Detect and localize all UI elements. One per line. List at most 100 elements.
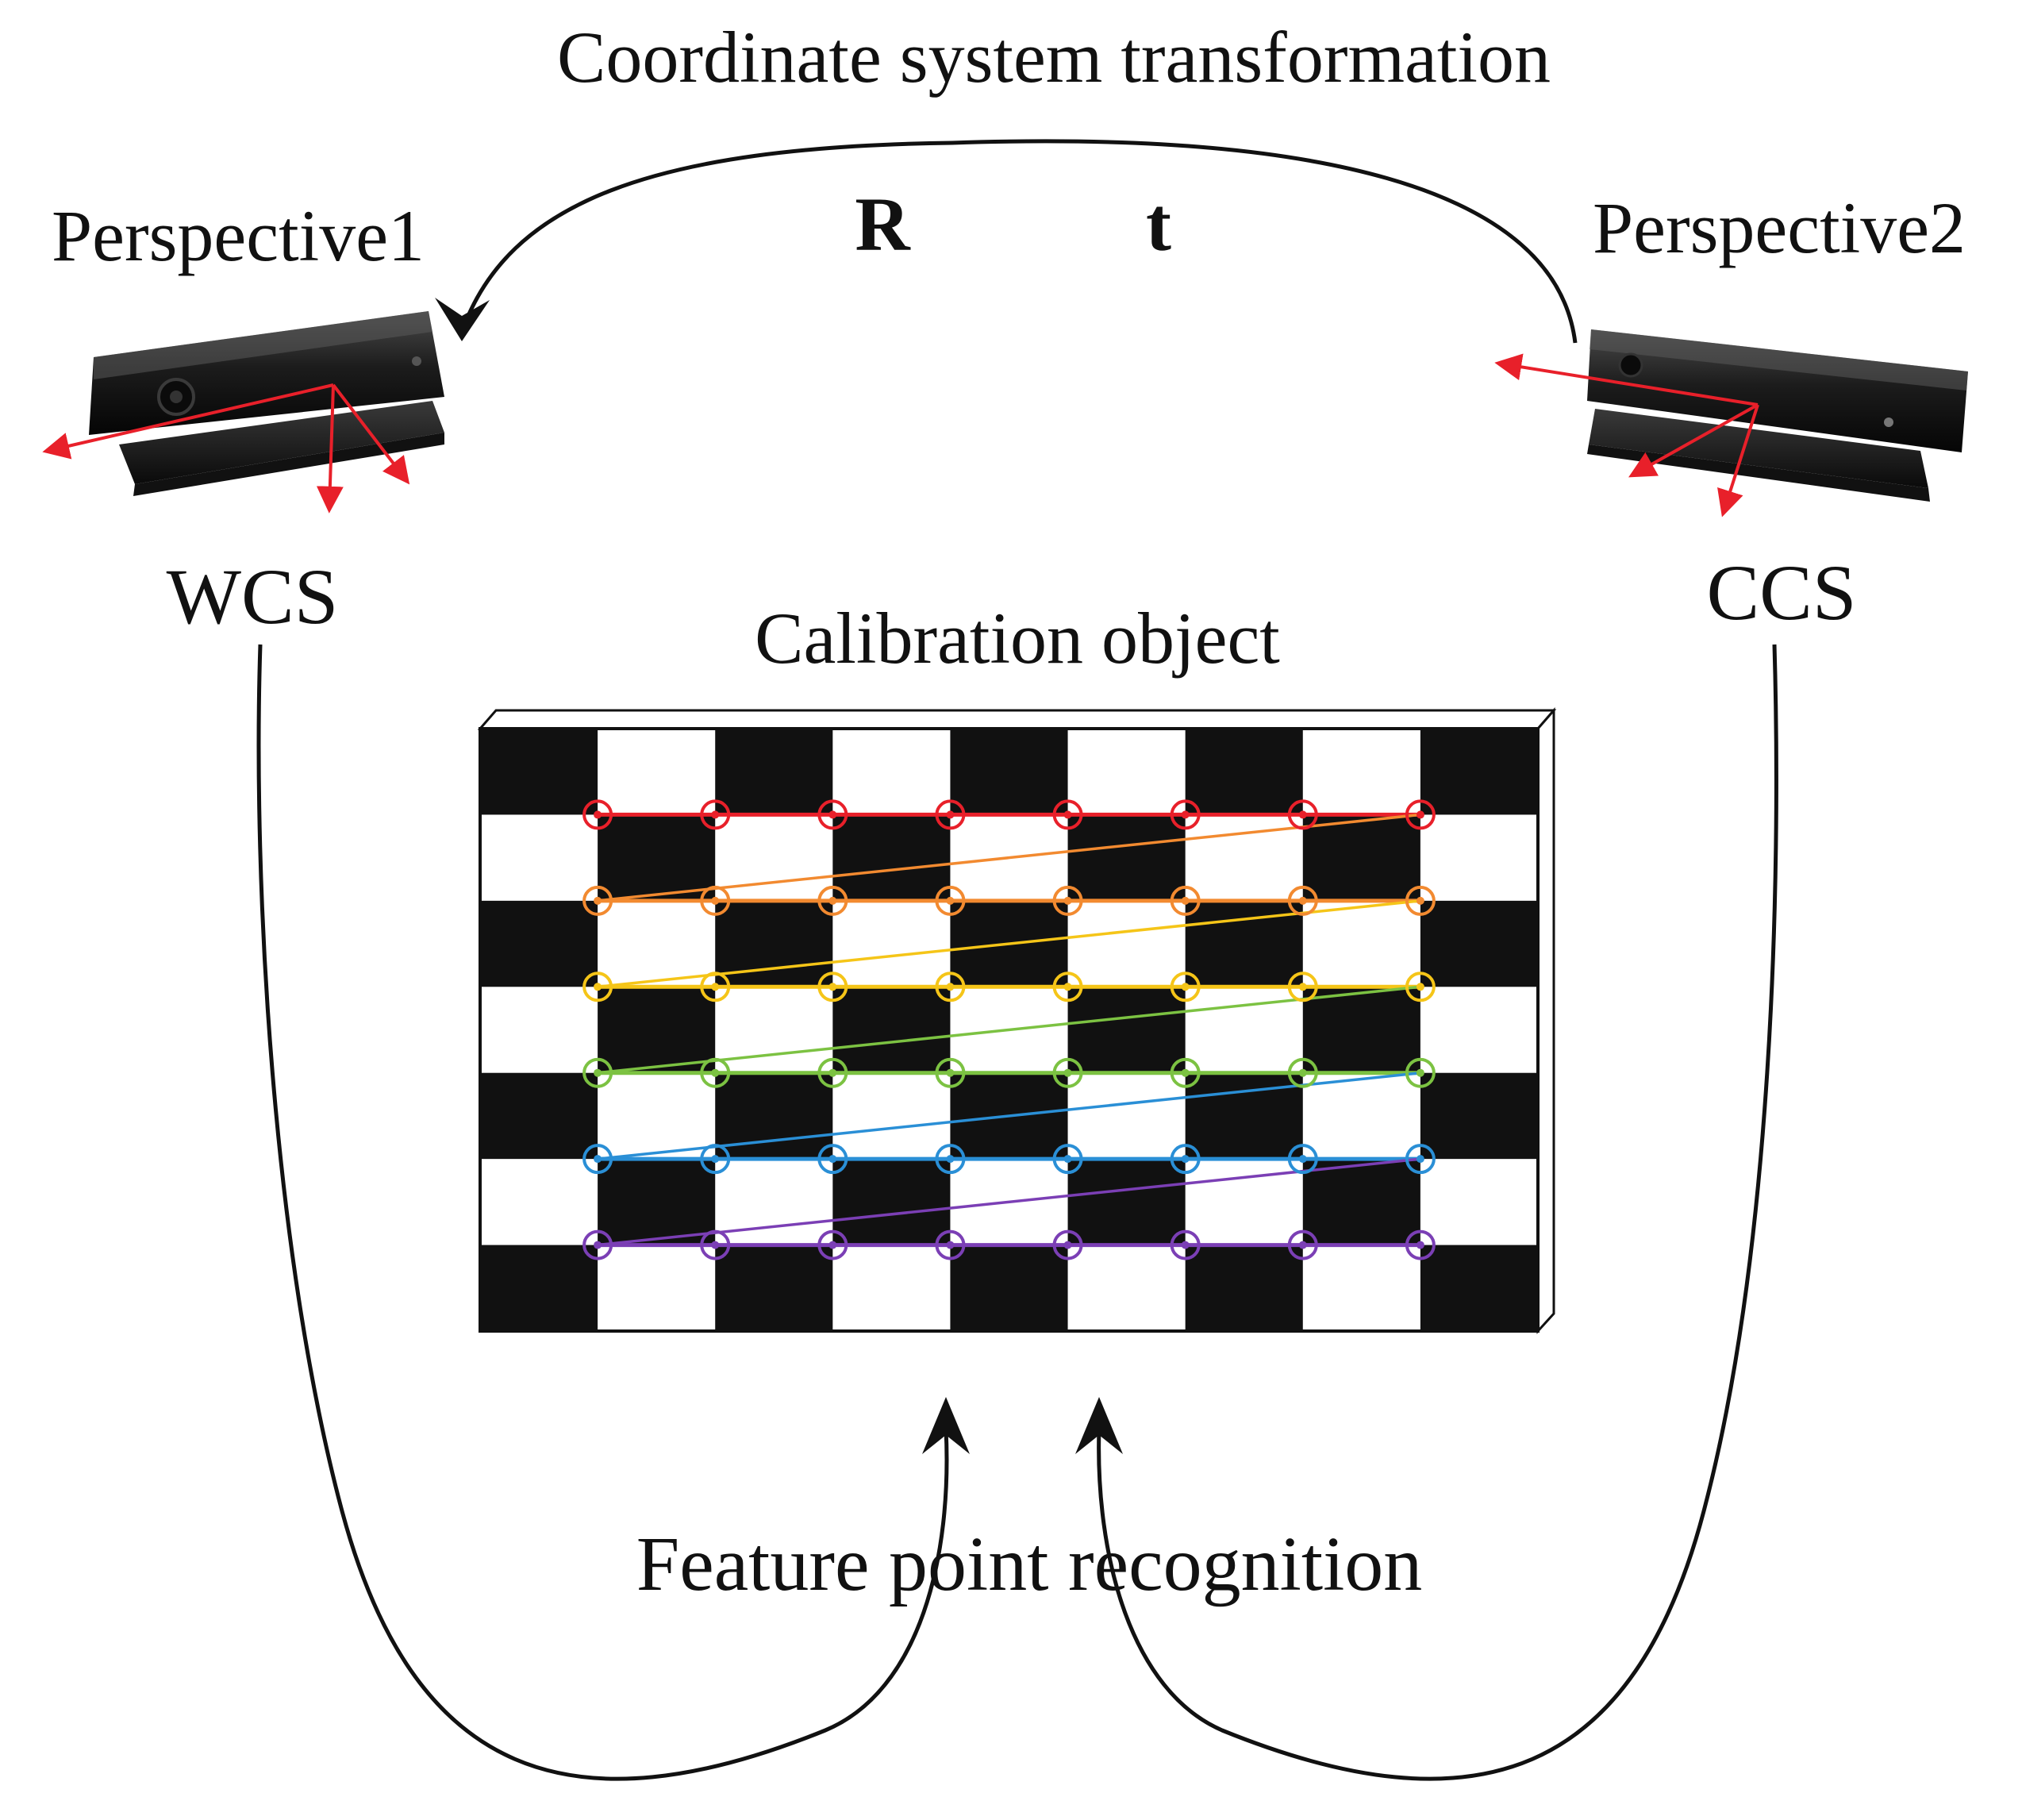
feature-point xyxy=(582,1144,613,1175)
feature-point xyxy=(935,1229,966,1260)
checkerboard-square xyxy=(1302,814,1421,902)
checkerboard-square xyxy=(832,1245,951,1332)
checkerboard-square xyxy=(480,1072,598,1160)
feature-point xyxy=(817,1144,848,1175)
feature-point xyxy=(1287,972,1318,1002)
checkerboard-square xyxy=(1420,1072,1539,1160)
checkerboard-square xyxy=(1302,1072,1421,1160)
checkerboard-square xyxy=(1420,1159,1539,1246)
right-depth-camera xyxy=(1587,329,1968,502)
feature-point xyxy=(582,972,613,1002)
feature-point xyxy=(1052,1144,1083,1175)
checkerboard-square xyxy=(715,1245,833,1332)
feature-point xyxy=(1170,799,1201,830)
checkerboard-square xyxy=(598,1159,716,1246)
wcs-recognition-arrow xyxy=(256,644,970,1781)
feature-point xyxy=(817,972,848,1002)
feature-point xyxy=(582,885,613,916)
feature-point xyxy=(817,885,848,916)
feature-point xyxy=(817,1057,848,1088)
checkerboard-square xyxy=(715,729,833,815)
feature-point xyxy=(1052,799,1083,830)
feature-point xyxy=(1052,1229,1083,1260)
right-camera-axes xyxy=(1494,353,1759,518)
checkerboard-square xyxy=(480,1245,598,1332)
feature-point xyxy=(1287,799,1318,830)
feature-point xyxy=(700,1229,731,1260)
feature-point-markers xyxy=(582,799,1436,1260)
feature-point-traces xyxy=(597,812,1421,1248)
checkerboard-square xyxy=(1067,729,1186,815)
rotation-symbol: R xyxy=(855,182,911,267)
checkerboard-square xyxy=(1067,1245,1186,1332)
checkerboard-square xyxy=(1185,1245,1304,1332)
checkerboard-square xyxy=(598,900,716,987)
checkerboard-square xyxy=(1302,900,1421,987)
checkerboard-square xyxy=(1067,900,1186,987)
transformation-arrow xyxy=(435,139,1578,344)
feature-point xyxy=(1405,885,1436,916)
feature-point xyxy=(1405,799,1436,830)
checkerboard-square xyxy=(832,900,951,987)
checkerboard-square xyxy=(715,1072,833,1160)
feature-point xyxy=(1287,1144,1318,1175)
checkerboard-square xyxy=(480,987,598,1074)
feature-point xyxy=(817,799,848,830)
feature-point xyxy=(935,1057,966,1088)
checkerboard-square xyxy=(480,1159,598,1246)
feature-point xyxy=(1052,885,1083,916)
feature-point xyxy=(700,1057,731,1088)
feature-point xyxy=(817,1229,848,1260)
feature-link-line xyxy=(597,899,1421,989)
checkerboard-square xyxy=(1185,729,1304,815)
checkerboard-square xyxy=(598,1072,716,1160)
feature-point xyxy=(1170,885,1201,916)
left-camera-axes xyxy=(42,383,410,514)
checkerboard-square xyxy=(1420,987,1539,1074)
feature-point xyxy=(700,799,731,830)
checkerboard-square xyxy=(715,987,833,1074)
feature-point xyxy=(1405,1144,1436,1175)
feature-link-line xyxy=(597,1157,1421,1247)
checkerboard-square xyxy=(1067,987,1186,1074)
feature-point xyxy=(1052,1057,1083,1088)
feature-link-line xyxy=(597,1071,1421,1160)
checkerboard-square xyxy=(598,987,716,1074)
checkerboard-square xyxy=(1302,987,1421,1074)
feature-point xyxy=(700,885,731,916)
checkerboard-square xyxy=(598,814,716,902)
feature-point xyxy=(1405,1229,1436,1260)
feature-point xyxy=(1287,1229,1318,1260)
checkerboard-square xyxy=(480,729,598,815)
checkerboard-square xyxy=(1302,729,1421,815)
feature-link-line xyxy=(597,813,1421,902)
checkerboard-square xyxy=(832,1159,951,1246)
perspective1-label: Perspective1 xyxy=(52,195,425,276)
checkerboard-square xyxy=(598,729,716,815)
checkerboard-square xyxy=(1302,1245,1421,1332)
checkerboard-square xyxy=(1420,900,1539,987)
feature-point xyxy=(1405,1057,1436,1088)
checkerboard-square xyxy=(480,900,598,987)
feature-point xyxy=(935,885,966,916)
feature-point xyxy=(935,972,966,1002)
feature-link-line xyxy=(597,985,1421,1075)
feature-point xyxy=(582,1229,613,1260)
checkerboard-square xyxy=(832,1072,951,1160)
checkerboard-square xyxy=(480,814,598,902)
feature-point xyxy=(1287,885,1318,916)
feature-point xyxy=(1052,972,1083,1002)
feature-point xyxy=(1170,972,1201,1002)
checkerboard-square xyxy=(950,729,1069,815)
feature-point xyxy=(1170,1229,1201,1260)
checkerboard-square xyxy=(832,987,951,1074)
feature-point xyxy=(582,799,613,830)
checkerboard-square xyxy=(715,900,833,987)
feature-point xyxy=(1287,1057,1318,1088)
feature-point xyxy=(935,1144,966,1175)
perspective2-label: Perspective2 xyxy=(1593,187,1966,268)
checkerboard-square xyxy=(715,814,833,902)
checkerboard-square xyxy=(832,814,951,902)
checkerboard-square xyxy=(715,1159,833,1246)
